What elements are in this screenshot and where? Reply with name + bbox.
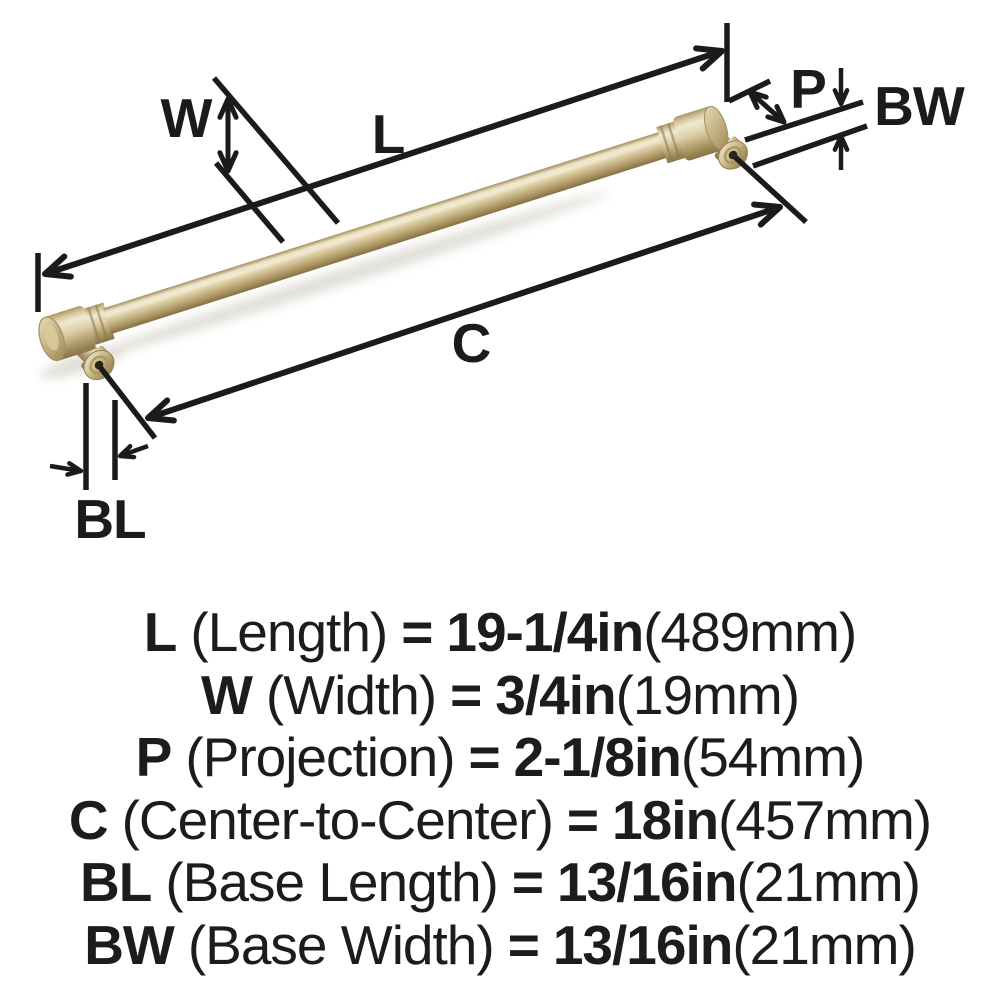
center-leader-left [97, 365, 158, 440]
base-length-arrow-left-arrowhead-end [65, 461, 84, 477]
dimension-value-imperial: 13/16in [552, 913, 734, 976]
dimension-name: (Projection) [185, 726, 455, 788]
dimension-value-metric: (21mm) [732, 913, 916, 976]
dimension-value-metric: (489mm) [643, 601, 857, 663]
dimension-abbr: P [135, 726, 173, 788]
length-dim-line-arrowhead-start [42, 253, 74, 280]
length-dim-line [44, 48, 723, 277]
base-width-arrow-down-arrowhead-end [832, 88, 850, 107]
legend-row-w: W(Width)=3/4in(19mm) [0, 664, 1000, 727]
legend-row-c: C(Center-to-Center)=18in(457mm) [0, 789, 1000, 852]
width-ext-line-2 [213, 161, 286, 244]
handle-diagram: L W P BW C BL [35, 23, 966, 550]
equals-sign: = [507, 913, 540, 976]
handle-illustration [38, 105, 748, 381]
dimension-abbr: W [200, 663, 253, 726]
width-dim-arrow-arrowhead-end [217, 150, 239, 174]
center-leader-right [733, 154, 808, 225]
dimension-labels: L W P BW C BL [74, 58, 966, 550]
dimension-value-metric: (19mm) [615, 663, 800, 726]
equals-sign: = [401, 601, 433, 663]
label-length: L [372, 103, 405, 165]
dimension-value-imperial: 2-1/8in [513, 726, 682, 788]
legend-row-p: P(Projection)=2-1/8in(54mm) [0, 726, 1000, 789]
equals-sign: = [450, 663, 482, 726]
legend-row-bw: BW(Base Width)=13/16in(21mm) [0, 914, 1000, 977]
base-width-ext-line-2 [752, 123, 868, 169]
dimension-value-imperial: 3/4in [495, 663, 616, 726]
left-collar-groove [87, 306, 101, 344]
left-collar [84, 302, 115, 345]
dimension-name: (Length) [190, 601, 388, 663]
width-ext-line-1 [211, 76, 341, 225]
legend-row-l: L(Length)=19-1/4in(489mm) [0, 601, 1000, 664]
equals-sign: = [566, 788, 599, 851]
base-width-ext-line-1 [744, 99, 864, 143]
bar [103, 131, 668, 335]
label-projection: P [790, 58, 826, 120]
base-length-arrow-right-arrowhead-end [117, 444, 137, 460]
dimension-value-imperial: 19-1/4in [446, 601, 644, 663]
dimension-name: (Base Length) [165, 851, 498, 913]
dimension-abbr: L [143, 601, 178, 663]
dimension-legend: L(Length)=19-1/4in(489mm)W(Width)=3/4in(… [0, 601, 1000, 976]
dimension-value-metric: (54mm) [680, 726, 865, 788]
projection-dim-arrow [748, 90, 786, 124]
dimension-lines-layer [35, 23, 868, 490]
dimension-abbr: BW [84, 913, 175, 976]
dimension-value-metric: (21mm) [736, 851, 921, 913]
base-width-arrow-up-arrowhead-end [832, 133, 850, 152]
dimension-name: (Width) [265, 663, 437, 726]
label-center-to-center: C [452, 312, 491, 374]
legend-row-bl: BL(Base Length)=13/16in(21mm) [0, 851, 1000, 914]
dimension-abbr: C [68, 788, 109, 851]
dimension-name: (Base Width) [187, 913, 495, 976]
projection-dim-arrow-arrowhead-start [747, 89, 769, 110]
handle-bar-group [38, 105, 729, 379]
left-collar-groove [94, 304, 109, 342]
label-base-width: BW [874, 75, 965, 137]
projection-dim-arrow-arrowhead-end [765, 104, 787, 125]
label-base-length: BL [74, 488, 145, 550]
length-dim-line-arrowhead-end [693, 45, 725, 72]
center-dim-line-arrowhead-start [145, 397, 177, 424]
dimension-value-imperial: 18in [612, 788, 719, 851]
handle-shadow [40, 191, 610, 379]
equals-sign: = [511, 851, 544, 913]
center-dim-line-arrowhead-end [751, 201, 783, 228]
equals-sign: = [468, 726, 501, 788]
left-cap-face-inner [43, 323, 59, 351]
dimension-name: (Center-to-Center) [121, 788, 554, 851]
dimension-value-metric: (457mm) [718, 788, 932, 851]
width-dim-arrow-arrowhead-start [217, 96, 239, 120]
right-collar-groove [659, 125, 674, 163]
right-collar-groove [667, 122, 681, 160]
dimension-value-imperial: 13/16in [556, 851, 738, 913]
dimension-abbr: BL [80, 851, 152, 913]
center-dim-line [147, 204, 781, 421]
label-width: W [161, 87, 213, 149]
